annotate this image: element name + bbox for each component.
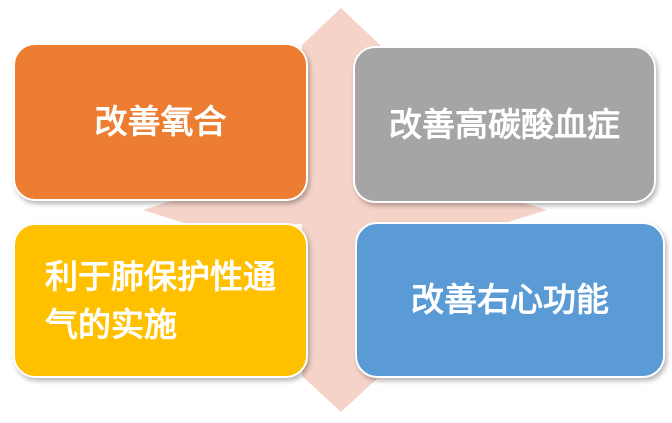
four-way-arrow-shape xyxy=(143,8,547,412)
lung-protective-ventilation-label: 利于肺保护性通气的实施 xyxy=(45,256,276,344)
improve-right-heart-function-box: 改善右心功能 xyxy=(355,222,665,378)
improve-right-heart-function-label: 改善右心功能 xyxy=(411,280,609,320)
improve-hypercapnia-label: 改善高碳酸血症 xyxy=(389,104,620,144)
lung-protective-ventilation-box: 利于肺保护性通气的实施 xyxy=(13,223,308,378)
improve-oxygenation-label: 改善氧合 xyxy=(94,102,227,142)
improve-hypercapnia-box: 改善高碳酸血症 xyxy=(353,46,656,203)
improve-oxygenation-box: 改善氧合 xyxy=(13,43,308,201)
